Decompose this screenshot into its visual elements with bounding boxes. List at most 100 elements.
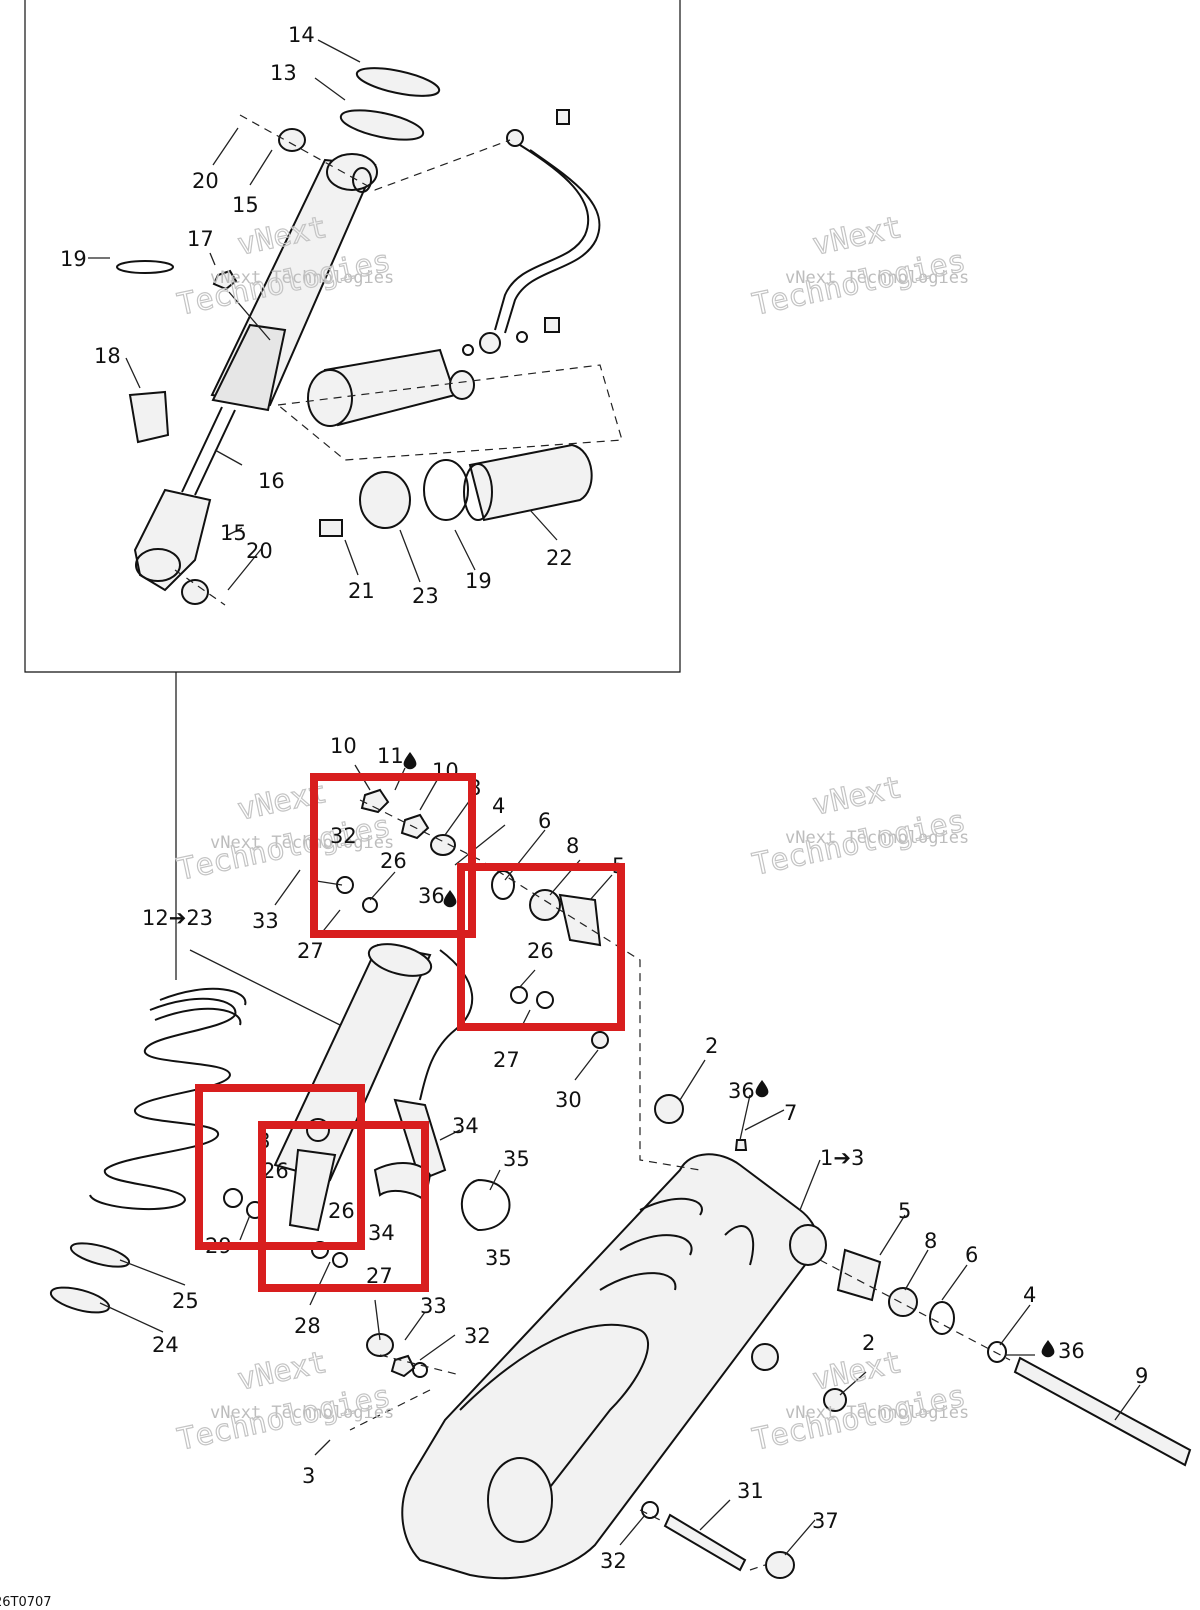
shock-top-hole — [352, 167, 372, 193]
highlight-boxes — [195, 773, 625, 1292]
callout-label: 3 — [302, 1464, 315, 1488]
callout-label: 20 — [246, 539, 273, 563]
reservoir-cap — [449, 370, 475, 400]
valve-21 — [319, 519, 343, 537]
shock-lower-hole — [135, 548, 181, 582]
o-ring-6-right — [929, 1301, 955, 1335]
reservoir-hose-outline — [504, 149, 601, 334]
svg-text:vNext: vNext — [809, 770, 905, 823]
shock-lower-eye — [133, 488, 212, 592]
callout-label: 27 — [493, 1048, 520, 1072]
callout-label: 24 — [152, 1333, 179, 1357]
callout-label: 19 — [465, 569, 492, 593]
bushing-15-top — [278, 128, 306, 152]
washer-26-b — [362, 897, 378, 913]
callout-label: 32 — [330, 824, 357, 848]
highlight-box-bottom-right — [258, 1121, 429, 1292]
callout-label: 26 — [328, 1199, 355, 1223]
highlight-box-bottom-left — [195, 1084, 365, 1250]
assembly-line-inset-2 — [276, 364, 623, 461]
watermark-4: vNext vNext Technologies Technologies — [749, 769, 969, 883]
swing-arm-cutout — [459, 1323, 650, 1501]
svg-text:vNext Technologies: vNext Technologies — [210, 268, 394, 288]
hose-fitting-top — [506, 129, 524, 147]
callout-label: 20 — [192, 169, 219, 193]
shock-main — [273, 943, 432, 1182]
callout-label: 7 — [784, 1101, 797, 1125]
svg-text:vNext: vNext — [809, 1345, 905, 1398]
callout-label: 37 — [812, 1509, 839, 1533]
banjo-bolt-top — [556, 109, 570, 125]
svg-text:Technologies: Technologies — [749, 244, 968, 323]
watermark-5: vNext vNext Technologies Technologies — [174, 1344, 394, 1458]
callout-label: 32 — [464, 1324, 491, 1348]
shock-absorber-inset — [88, 39, 623, 606]
highlight-box-top-left — [310, 773, 476, 938]
callout-label: 33 — [252, 909, 279, 933]
callout-label: 11 — [377, 744, 404, 768]
callout-label: 15 — [220, 521, 247, 545]
bump-stop-bellows — [211, 323, 287, 412]
bushing-5-top — [558, 893, 602, 947]
callout-label: 2 — [705, 1034, 718, 1058]
washer-26-a — [336, 876, 354, 894]
piston-23 — [359, 471, 411, 529]
highlight-box-top-right — [457, 863, 625, 1031]
nut-17 — [212, 269, 238, 291]
callout-label: 5 — [898, 1199, 911, 1223]
swing-arm-pivot-bore — [487, 1457, 553, 1543]
washer-26-d — [223, 1188, 243, 1208]
spring-seat-14 — [355, 67, 441, 97]
plug-2-right — [751, 1343, 779, 1371]
callout-label: 27 — [297, 939, 324, 963]
nut-32-lower — [390, 1354, 416, 1378]
clamp-35 — [460, 1179, 511, 1232]
callout-label: 19 — [60, 247, 87, 271]
callout-label: 4 — [492, 794, 505, 818]
banjo-bolt-bottom — [544, 317, 560, 333]
bearing-8-right — [888, 1287, 918, 1317]
svg-text:vNext Technologies: vNext Technologies — [210, 833, 394, 853]
o-ring-19-left — [116, 260, 174, 274]
watermark-2: vNext vNext Technologies Technologies — [749, 209, 969, 323]
o-ring-6-top — [491, 870, 515, 900]
shock-top-eye — [326, 153, 378, 191]
assembly-line-main-2 — [349, 1354, 766, 1571]
callout-label: 13 — [270, 61, 297, 85]
o-ring-4-right — [987, 1341, 1007, 1363]
reservoir-hose — [494, 144, 590, 331]
callout-label: 12➔23 — [142, 906, 213, 930]
spring-seat-24 — [49, 1286, 111, 1314]
callout-label: 1➔3 — [820, 1146, 864, 1170]
nut-10-mid — [400, 813, 430, 840]
svg-text:Technologies: Technologies — [749, 1379, 968, 1458]
watermark-3: vNext vNext Technologies Technologies — [174, 774, 394, 888]
callout-label: 35 — [485, 1246, 512, 1270]
svg-text:vNext Technologies: vNext Technologies — [785, 268, 969, 288]
grease-fitting-7 — [734, 1139, 748, 1151]
plug-2-top — [654, 1094, 684, 1124]
callout-label: 25 — [172, 1289, 199, 1313]
assembly-line-main-1 — [359, 799, 1011, 1361]
callout-label: 34 — [368, 1221, 395, 1245]
hose-fitting-bottom — [479, 332, 501, 354]
svg-text:Technologies: Technologies — [749, 804, 968, 883]
leaders-inset — [88, 39, 558, 591]
callout-label: 22 — [546, 546, 573, 570]
callout-label: 26 — [262, 1159, 289, 1183]
assembly-line-inset-3 — [174, 569, 226, 606]
callout-label: 26 — [527, 939, 554, 963]
callout-label: 36 — [418, 884, 445, 908]
callout-label: 10 — [330, 734, 357, 758]
bolt-31 — [663, 1513, 747, 1572]
callout-label: 18 — [94, 344, 121, 368]
bearing-8-top — [529, 889, 561, 921]
washer-8-top — [430, 834, 456, 856]
callout-label: 6 — [965, 1243, 978, 1267]
bolt-30 — [591, 1031, 609, 1049]
callout-label: 31 — [737, 1479, 764, 1503]
coil-spring — [89, 987, 247, 1210]
callout-label: 33 — [420, 1294, 447, 1318]
callout-label: 14 — [288, 23, 315, 47]
